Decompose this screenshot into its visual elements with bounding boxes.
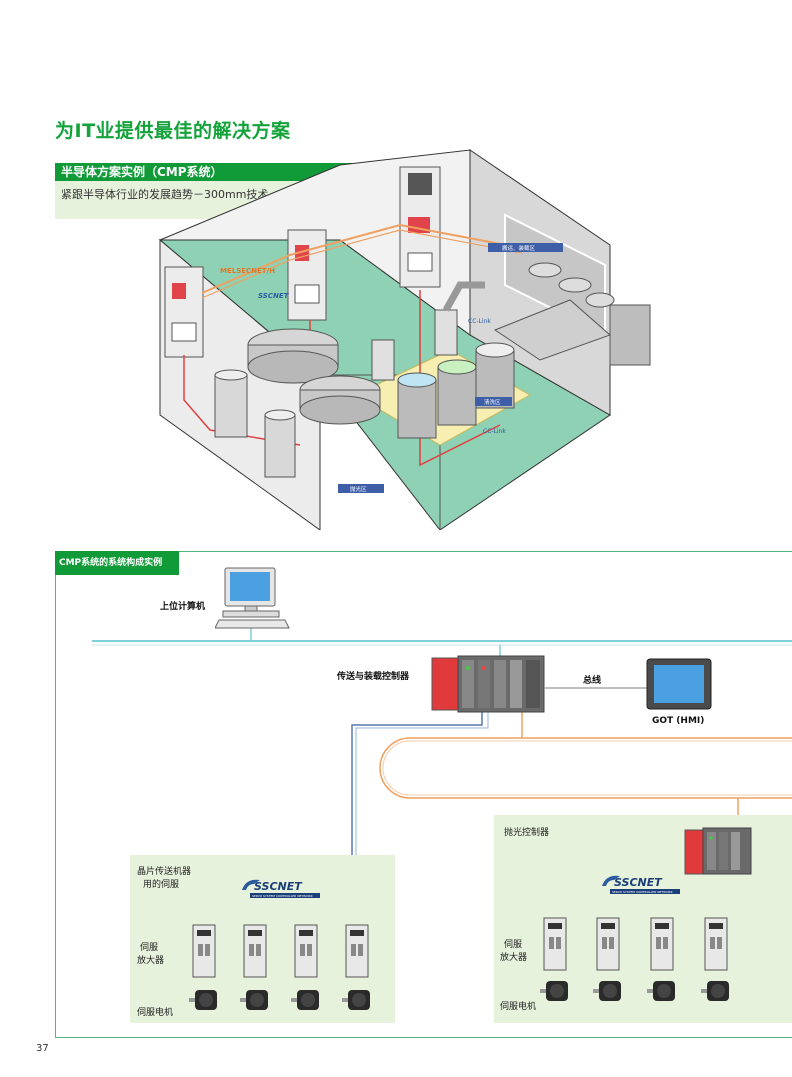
servo-amp-label-left-2: 放大器	[137, 956, 165, 966]
servo-amp-label-right-2: 放大器	[500, 953, 528, 963]
servo-amp-right-4	[704, 917, 728, 971]
zone-load-label: 搬运、装载区	[502, 244, 536, 252]
servo-amp-right-1	[543, 917, 567, 971]
cclink-label-1: CC-Link	[468, 318, 491, 325]
cmp-factory-illustration: MELSECNET/H SSCNET CC-Link CC-Link 搬运、装载…	[158, 149, 651, 530]
servo-amp-label-right-1: 伺服	[504, 940, 523, 950]
servo-motor-left-1	[189, 990, 217, 1010]
servo-amp-left-1	[192, 924, 216, 978]
case-heading: 半导体方案实例（CMP系统）	[55, 163, 375, 181]
servo-amp-right-3	[650, 917, 674, 971]
slurry-tank-2	[264, 414, 296, 478]
sscnet-logo-left: SSCNET SERVO SYSTEM CONTROLLER NETWORK	[242, 879, 320, 898]
wafer-servo-label-1: 晶片传送机器	[137, 867, 192, 877]
sscnet-tagline-right: SERVO SYSTEM CONTROLLER NETWORK	[612, 890, 674, 894]
servo-amp-left-3	[294, 924, 318, 978]
melsecnet-label: MELSECNET/H	[220, 267, 275, 275]
polish-controller-label: 抛光控制器	[504, 828, 550, 838]
servo-motor-label-left: 伺服电机	[137, 1008, 174, 1018]
zone-load-badge	[488, 243, 563, 252]
sscnet-label: SSCNET	[258, 292, 290, 300]
sscnet-tagline: SERVO SYSTEM CONTROLLER NETWORK	[252, 894, 314, 898]
servo-motor-left-2	[240, 990, 268, 1010]
case-subtitle: 紧跟半导体行业的发展趋势－300mm技术	[61, 188, 269, 201]
cclink-label-2: CC-Link	[483, 428, 506, 435]
sscnet-logo-text: SSCNET	[254, 880, 303, 893]
servo-motor-left-3	[291, 990, 319, 1010]
transfer-controller-label: 传送与装载控制器	[337, 672, 410, 682]
robot-1	[371, 339, 395, 381]
zone-clean-label: 清洗区	[484, 398, 501, 406]
servo-motor-label-right: 伺服电机	[500, 1002, 537, 1012]
servo-amp-left-2	[243, 924, 267, 978]
host-pc-label: 上位计算机	[160, 602, 206, 612]
melsecnet-line	[201, 223, 523, 294]
zone-polish-label: 抛光区	[350, 485, 367, 493]
got-hmi-icon	[646, 658, 712, 710]
transfer-controller-icon	[431, 655, 545, 713]
servo-units-right	[540, 917, 729, 1001]
zone-clean-badge	[475, 397, 512, 406]
servo-motor-right-3	[647, 981, 675, 1001]
host-pc-icon	[215, 567, 290, 629]
page-number: 37	[36, 1043, 49, 1054]
servo-motor-right-2	[593, 981, 621, 1001]
system-frame	[55, 551, 792, 1038]
polish-controller-icon	[684, 827, 752, 875]
servo-amp-left-4	[345, 924, 369, 978]
servo-amp-label-left-1: 伺服	[140, 943, 159, 953]
servo-motor-left-4	[342, 990, 370, 1010]
got-label: GOT (HMI)	[652, 716, 705, 726]
servo-motor-right-1	[540, 981, 568, 1001]
servo-amp-right-2	[596, 917, 620, 971]
sscnet-logo-right: SSCNET SERVO SYSTEM CONTROLLER NETWORK	[602, 875, 680, 894]
clean-tank-2	[437, 366, 477, 426]
bus-label: 总线	[583, 676, 602, 686]
zone-polish-badge	[338, 484, 384, 493]
servo-units-left	[189, 924, 370, 1010]
wafer-servo-label-2: 用的伺服	[143, 880, 180, 890]
control-cabinet-1	[164, 266, 204, 358]
sscnet-logo-text-right: SSCNET	[614, 876, 663, 889]
clean-tank-1	[397, 379, 437, 439]
page-title: 为IT业提供最佳的解决方案	[55, 120, 291, 142]
servo-motor-right-4	[701, 981, 729, 1001]
system-title: CMP系统的系统构成实例	[55, 551, 179, 575]
